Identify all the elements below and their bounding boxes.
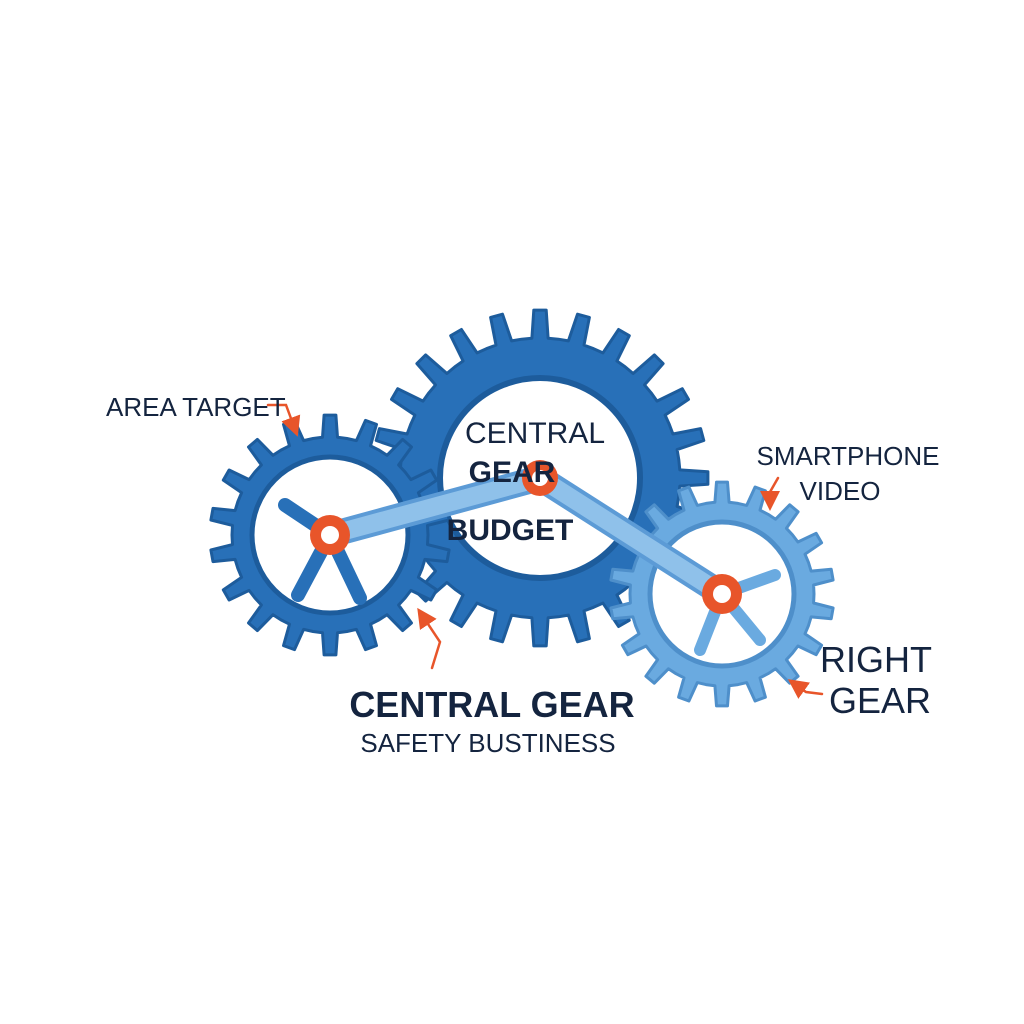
central-gear-bottom-label: CENTRAL GEAR — [349, 684, 634, 725]
area-target-arrow — [266, 403, 301, 437]
smartphone-label: SMARTPHONE — [757, 441, 940, 471]
right-hub — [702, 574, 742, 614]
right-gear-arrow — [787, 679, 824, 699]
area-target-label: AREA TARGET — [106, 392, 286, 422]
central-gear-label-line2: GEAR — [469, 456, 556, 489]
central-gear-bottom-arrow — [417, 607, 442, 670]
smartphone-arrow — [760, 476, 780, 511]
central-gear-label-line1: CENTRAL — [465, 417, 605, 450]
right-gear-label-line2: GEAR — [829, 680, 931, 721]
left-hub — [310, 515, 350, 555]
callout-arrows — [266, 403, 824, 699]
safety-business-label: SAFETY BUSTINESS — [360, 728, 615, 758]
right-gear-label-line1: RIGHT — [820, 639, 932, 680]
central-hub — [522, 460, 558, 496]
budget-label: BUDGET — [447, 514, 574, 547]
video-label: VIDEO — [800, 476, 881, 506]
